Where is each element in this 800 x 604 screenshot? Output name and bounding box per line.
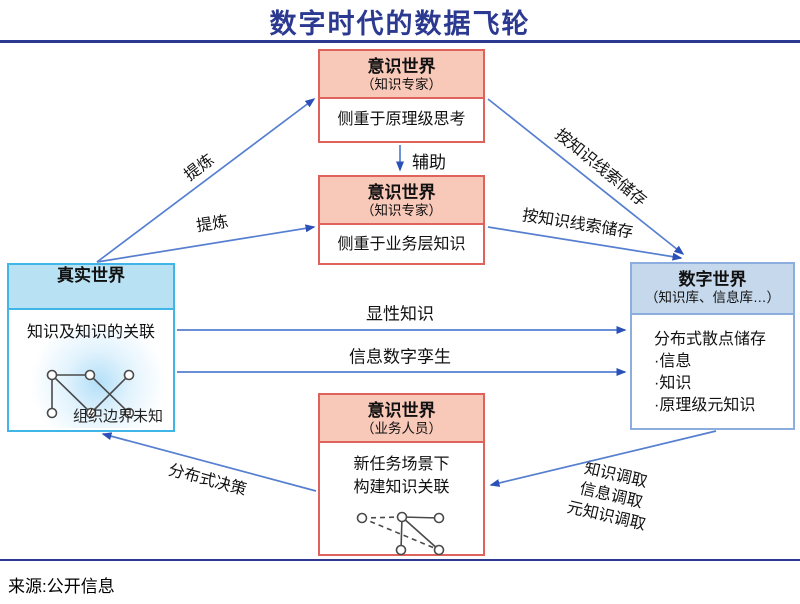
box-title: 数字世界 xyxy=(678,270,747,289)
page-title: 数字时代的数据飞轮 xyxy=(269,9,531,39)
label-store-top: 按知识线索储存 xyxy=(551,126,650,210)
arrow-refine-top xyxy=(96,98,316,263)
box-body: 侧重于原理级思考 xyxy=(337,111,466,128)
new-task-knowledge-graph xyxy=(356,511,445,556)
box-header: 意识世界 （业务人员） xyxy=(320,395,483,443)
bullet-item: ·原理级元知识 xyxy=(654,397,756,414)
box-subtitle: （知识库、信息库…） xyxy=(645,290,780,306)
label-explicit-knowledge: 显性知识 xyxy=(366,304,434,324)
box-body: 分布式散点储存 ·信息 ·知识 ·原理级元知识 xyxy=(632,315,793,417)
box-body: 新任务场景下 构建知识关联 xyxy=(320,443,483,563)
box-digital-world: 数字世界 （知识库、信息库…） 分布式散点储存 ·信息 ·知识 ·原理级元知识 xyxy=(630,262,795,430)
box-header: 数字世界 （知识库、信息库…） xyxy=(632,264,793,315)
label-refine-mid: 提炼 xyxy=(195,213,230,236)
box-body-caption: 知识及知识的关联 xyxy=(26,324,155,341)
bullet-item: ·信息 xyxy=(654,353,692,370)
box-real-world: 真实世界 知识及知识的关联 组织边界未知 xyxy=(7,263,175,432)
box-title: 意识世界 xyxy=(367,401,436,420)
box-title: 意识世界 xyxy=(367,57,436,76)
label-store-mid: 按知识线索储存 xyxy=(520,207,635,242)
box-body-line: 新任务场景下 xyxy=(353,456,450,473)
box-mind-world-principle: 意识世界 （知识专家） 侧重于原理级思考 xyxy=(318,49,485,143)
box-body: 知识及知识的关联 组织边界未知 xyxy=(9,310,173,430)
box-body-line: 构建知识关联 xyxy=(353,479,450,496)
box-title: 真实世界 xyxy=(57,266,125,285)
top-divider xyxy=(0,40,800,43)
knowledge-relation-graph xyxy=(46,369,135,419)
label-assist: 辅助 xyxy=(412,153,446,172)
label-distributed-decision: 分布式决策 xyxy=(166,461,249,499)
box-body: 侧重于业务层知识 xyxy=(337,236,466,253)
box-subtitle: （知识专家） xyxy=(361,203,442,219)
box-header: 真实世界 xyxy=(9,265,173,310)
box-mind-world-staff: 意识世界 （业务人员） 新任务场景下 构建知识关联 xyxy=(318,393,485,556)
box-subtitle: （业务人员） xyxy=(361,421,442,437)
box-mind-world-business: 意识世界 （知识专家） 侧重于业务层知识 xyxy=(318,175,485,265)
source-note: 来源:公开信息 xyxy=(8,577,115,596)
label-refine-top: 提炼 xyxy=(181,151,218,185)
box-header: 意识世界 （知识专家） xyxy=(320,177,483,225)
box-footnote: 组织边界未知 xyxy=(72,408,163,425)
box-header: 意识世界 （知识专家） xyxy=(320,51,483,99)
box-title: 意识世界 xyxy=(367,183,436,202)
bottom-divider xyxy=(0,559,800,561)
label-digital-twin: 信息数字孪生 xyxy=(349,347,451,367)
label-retrieval: 知识调取 信息调取 元知识调取 xyxy=(565,456,657,535)
bullet-item: ·知识 xyxy=(654,375,692,392)
box-subtitle: （知识专家） xyxy=(361,77,442,93)
box-body-title: 分布式散点储存 xyxy=(654,331,767,348)
